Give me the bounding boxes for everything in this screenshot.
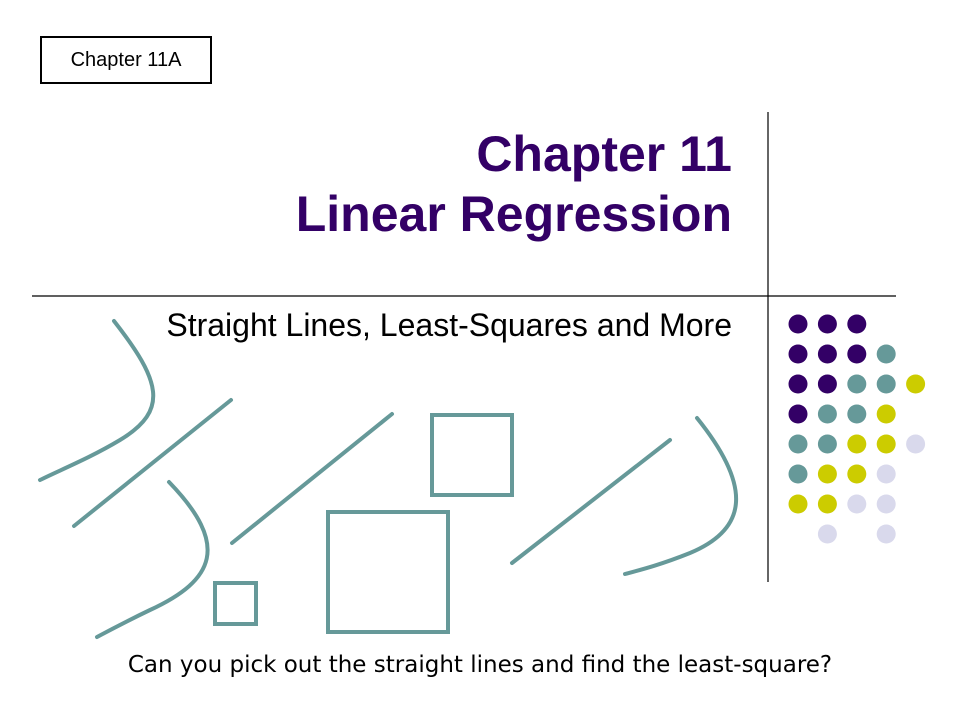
grid-dot <box>847 404 867 424</box>
grid-dot <box>817 344 837 364</box>
grid-dot <box>847 314 867 334</box>
square-large <box>326 510 450 634</box>
curve-shape-3 <box>623 416 738 576</box>
grid-dot <box>817 464 837 484</box>
straight-line-3 <box>510 438 672 565</box>
grid-dot <box>788 494 808 514</box>
grid-dot <box>817 374 837 394</box>
grid-dot <box>876 374 896 394</box>
grid-dot <box>817 494 837 514</box>
grid-dot <box>906 434 926 454</box>
grid-dot <box>788 344 808 364</box>
straight-line-2 <box>230 412 394 545</box>
grid-dot <box>847 464 867 484</box>
grid-dot <box>876 344 896 364</box>
dot-grid <box>788 314 926 544</box>
grid-dot <box>906 374 926 394</box>
grid-dot <box>817 434 837 454</box>
square-small <box>213 581 258 626</box>
slide-subtitle: Straight Lines, Least-Squares and More <box>166 307 732 343</box>
grid-dot <box>876 464 896 484</box>
grid-dot <box>876 494 896 514</box>
grid-dot <box>788 404 808 424</box>
grid-dot <box>817 524 837 544</box>
title-line-1: Chapter 11 <box>476 126 732 182</box>
grid-dot <box>817 404 837 424</box>
grid-dot <box>876 434 896 454</box>
grid-dot <box>847 434 867 454</box>
grid-dot <box>847 344 867 364</box>
title-line-2: Linear Regression <box>295 186 732 242</box>
grid-dot <box>788 464 808 484</box>
curve-shape-2 <box>95 480 210 639</box>
grid-dot <box>847 494 867 514</box>
chapter-tag: Chapter 11A <box>40 36 212 84</box>
straight-line-1 <box>72 398 233 528</box>
curve-shape-1 <box>38 319 156 482</box>
grid-dot <box>847 374 867 394</box>
grid-dot <box>788 434 808 454</box>
slide-title: Chapter 11 Linear Regression <box>296 124 732 244</box>
grid-dot <box>788 374 808 394</box>
question-text: Can you pick out the straight lines and … <box>127 652 833 678</box>
grid-dot <box>817 314 837 334</box>
square-medium <box>430 413 514 497</box>
grid-dot <box>876 524 896 544</box>
grid-dot <box>788 314 808 334</box>
grid-dot <box>876 404 896 424</box>
